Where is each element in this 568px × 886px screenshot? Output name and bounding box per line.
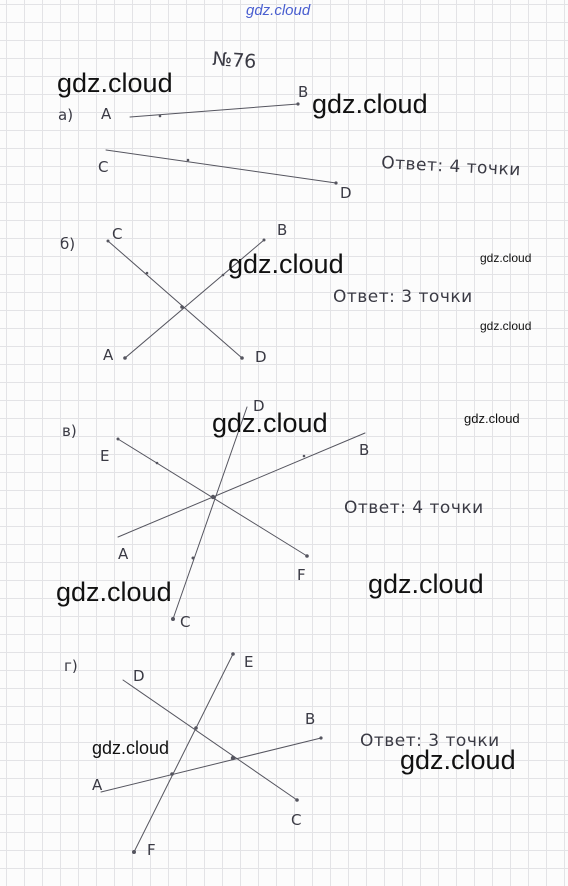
point-label-g-B: B <box>305 710 315 728</box>
watermark: gdz.cloud <box>56 577 172 607</box>
watermark: gdz.cloud <box>400 745 516 775</box>
watermark: gdz.cloud <box>464 411 520 426</box>
part-label-g: г) <box>64 657 78 675</box>
point-label-b-B: B <box>277 221 287 239</box>
answer-v: Ответ: 4 точки <box>344 498 484 518</box>
point-dot <box>158 114 162 118</box>
point-dot <box>305 554 309 558</box>
point-label-g-E: E <box>244 653 253 671</box>
point-dot <box>191 556 195 560</box>
point-dot <box>221 273 225 277</box>
segment-b-AB <box>124 239 265 359</box>
point-dot <box>296 102 300 106</box>
point-label-a-B: B <box>298 83 308 101</box>
segment-a-AB <box>129 103 299 118</box>
point-label-v-E: E <box>100 447 109 465</box>
point-dot <box>230 755 236 761</box>
point-label-a-A: A <box>101 105 112 123</box>
point-dot <box>231 652 235 656</box>
watermark: gdz.cloud <box>228 249 344 279</box>
point-dot <box>170 772 174 776</box>
point-dot <box>106 239 110 243</box>
point-dot <box>180 305 184 309</box>
watermark: gdz.cloud <box>312 89 428 119</box>
point-dot <box>295 798 299 802</box>
point-label-v-F: F <box>297 566 306 584</box>
point-dot <box>145 271 149 275</box>
point-label-b-A: A <box>103 346 114 364</box>
segment-b-CD <box>107 240 243 359</box>
point-dot <box>186 158 190 162</box>
point-label-v-B: B <box>359 441 369 459</box>
part-label-b: б) <box>60 235 75 253</box>
point-label-a-D: D <box>340 184 352 202</box>
part-label-v: в) <box>62 422 77 440</box>
watermark: gdz.cloud <box>92 738 170 758</box>
point-dot <box>194 726 198 730</box>
segment-g-AB <box>100 737 322 793</box>
answer-g: Ответ: 3 точки <box>360 731 500 751</box>
watermark: gdz.cloud <box>480 319 532 333</box>
segment-g-EF <box>133 653 234 853</box>
point-label-g-C: C <box>291 811 301 829</box>
watermark: gdz.cloud <box>57 68 173 98</box>
part-label-a: а) <box>58 106 73 124</box>
watermark: gdz.cloud <box>212 408 328 438</box>
point-label-b-D: D <box>255 348 267 366</box>
point-label-g-A: A <box>92 776 103 794</box>
point-label-v-A: A <box>118 545 129 563</box>
answer-a: Ответ: 4 точки <box>381 153 522 180</box>
segment-v-AB <box>117 432 366 538</box>
point-label-b-C: C <box>112 225 122 243</box>
segment-v-DC <box>172 406 248 620</box>
point-label-a-C: C <box>98 158 108 176</box>
point-label-g-F: F <box>147 841 156 859</box>
point-label-g-D: D <box>133 667 145 685</box>
segment-g-DC <box>122 679 298 801</box>
watermark: gdz.cloud <box>480 251 532 265</box>
point-dot <box>302 454 306 458</box>
point-dot <box>210 494 216 500</box>
point-dot <box>240 356 244 360</box>
answer-b: Ответ: 3 точки <box>333 287 473 307</box>
point-label-v-C: C <box>180 613 190 631</box>
point-dot <box>171 617 175 621</box>
point-dot <box>319 736 323 740</box>
problem-number: №76 <box>212 48 257 73</box>
site-link[interactable]: gdz.cloud <box>246 2 311 19</box>
point-dot <box>132 850 136 854</box>
point-dot <box>155 461 159 465</box>
segment-a-CD <box>105 149 337 184</box>
point-dot <box>123 356 127 360</box>
watermark: gdz.cloud <box>368 569 484 599</box>
point-dot <box>116 437 120 441</box>
point-dot <box>334 181 338 185</box>
point-dot <box>262 238 266 242</box>
point-label-v-D: D <box>253 397 265 415</box>
